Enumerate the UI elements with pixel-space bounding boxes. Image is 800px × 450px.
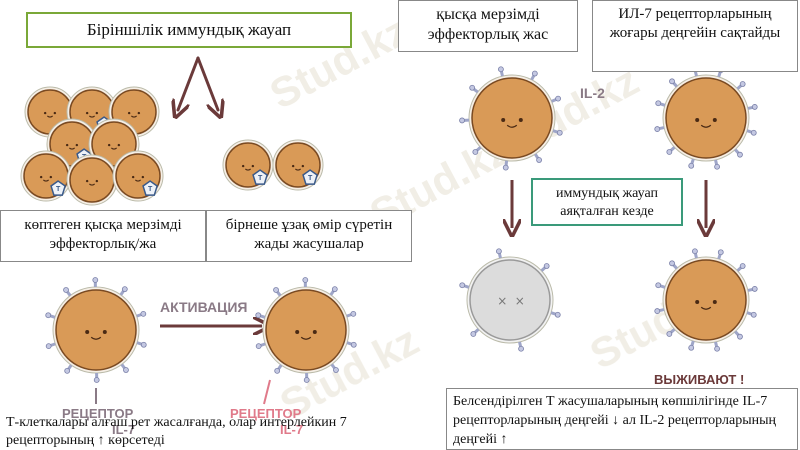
pentagon-badge [142, 180, 159, 196]
fork-arrow-left [178, 56, 200, 110]
pentagon-badge [252, 169, 269, 185]
effector-cell: T [20, 150, 72, 202]
receptor-mark [255, 312, 262, 319]
il2-label: IL-2 [580, 85, 605, 101]
receptor-mark [655, 282, 662, 289]
receptor-mark [255, 343, 262, 350]
receptor-mark [737, 333, 743, 340]
receptor-mark [717, 249, 724, 256]
badge-letter: T [56, 186, 61, 193]
effector-cell [66, 154, 118, 206]
svg-text:×: × [515, 294, 525, 308]
many-short-effector-box: көптеген қысқа мерзімді эффекторлық/жа [0, 210, 206, 262]
receptor-pointer-right [263, 379, 271, 405]
receptor-mark [669, 78, 675, 85]
receptor-mark [750, 129, 757, 136]
cells-layer: TTTTTT×× [20, 66, 758, 383]
receptor-mark [469, 84, 476, 91]
badge-letter: T [148, 186, 153, 193]
receptor-mark [751, 104, 758, 110]
receptor-mark [64, 367, 71, 374]
receptor-mark [688, 162, 695, 169]
fork-arrow-right [196, 56, 218, 110]
bottom-left-text: Т-клеткалары алғаш рет жасалғанда, олар … [6, 415, 347, 449]
il7-left-label: IL-7 [112, 422, 135, 437]
receptor-mark [655, 100, 662, 107]
activated-cell [255, 277, 357, 383]
receptor-mark [273, 287, 279, 293]
receptor-mark [531, 70, 538, 77]
il7-right-label: IL-7 [280, 422, 303, 437]
pentagon-badge [302, 169, 319, 185]
receptor-mark [93, 377, 100, 383]
receptor-mark [714, 345, 720, 352]
surviving-cell [654, 248, 758, 352]
badge-letter: T [308, 175, 313, 182]
receptor-mark [556, 129, 563, 136]
naive-cell [45, 277, 147, 383]
receptor-mark [555, 95, 561, 102]
dying-cell: ×× [459, 248, 561, 352]
receptor-mark [666, 149, 673, 155]
il7-maintain-box: ИЛ-7 рецепторларының жоғары деңгейін сақ… [592, 0, 798, 72]
receptor-mark [688, 344, 695, 351]
svg-text:×: × [497, 294, 507, 308]
receptor-mark [666, 331, 673, 337]
receptor-mark [554, 311, 561, 318]
few-long-memory-box: бірнеше ұзақ өмір сүретін жады жасушалар [206, 210, 412, 262]
receptor-mark [751, 286, 758, 292]
activation-label: АКТИВАЦИЯ [160, 299, 248, 315]
memory-cell: T [272, 139, 324, 191]
receptor-mark [274, 367, 281, 374]
receptor-mark [121, 286, 128, 293]
pentagon-badge [50, 180, 67, 196]
receptor-mark [459, 282, 466, 289]
receptor-mark [692, 248, 698, 255]
receptor-right-label: РЕЦЕПТОР [230, 406, 302, 421]
badge-letter: T [258, 175, 263, 182]
survive-label: ВЫЖИВАЮТ ! [654, 372, 744, 387]
receptor-mark [140, 341, 147, 348]
receptor-mark [472, 149, 479, 155]
effector-cell: T [112, 150, 164, 202]
receptor-mark [502, 164, 509, 171]
receptor-mark [739, 81, 746, 87]
receptor-mark [350, 341, 357, 348]
short-effector-box: қысқа мерзімді эффекторлық жас [398, 0, 578, 52]
receptor-mark [496, 248, 502, 255]
receptor-mark [123, 367, 129, 373]
receptor-mark [331, 286, 338, 293]
receptor-mark [45, 312, 52, 319]
response-end-box: иммундық жауап аяқталған кезде [531, 178, 683, 226]
primary-response-box: Біріншілік иммундық жауап [26, 12, 352, 48]
receptor-mark [302, 277, 309, 283]
receptor-mark [45, 343, 52, 350]
receptor-mark [714, 163, 720, 170]
receptor-mark [518, 345, 524, 352]
receptor-mark [470, 331, 477, 337]
receptor-mark [350, 310, 357, 317]
receptor-mark [543, 263, 550, 269]
receptor-mark [333, 367, 339, 373]
receptor-mark [63, 287, 69, 293]
receptor-mark [654, 308, 661, 314]
bottom-right-text: Белсендірілген Т жасушаларының көпшілігі… [446, 388, 798, 450]
short-effector-cell [459, 66, 563, 171]
receptor-mark [459, 117, 465, 124]
receptor-mark [536, 157, 542, 163]
receptor-mark [654, 126, 661, 132]
receptor-mark [303, 377, 310, 383]
receptor-mark [140, 310, 147, 317]
receptor-mark [739, 263, 746, 269]
receptor-mark [750, 311, 757, 318]
maintained-cell [654, 66, 758, 170]
receptor-mark [737, 151, 743, 158]
fork-arrows [178, 56, 218, 110]
receptor-mark [498, 66, 504, 73]
receptor-mark [92, 277, 99, 283]
receptor-left-label: РЕЦЕПТОР [62, 406, 134, 421]
memory-cell: T [222, 139, 274, 191]
receptor-mark [669, 260, 675, 267]
